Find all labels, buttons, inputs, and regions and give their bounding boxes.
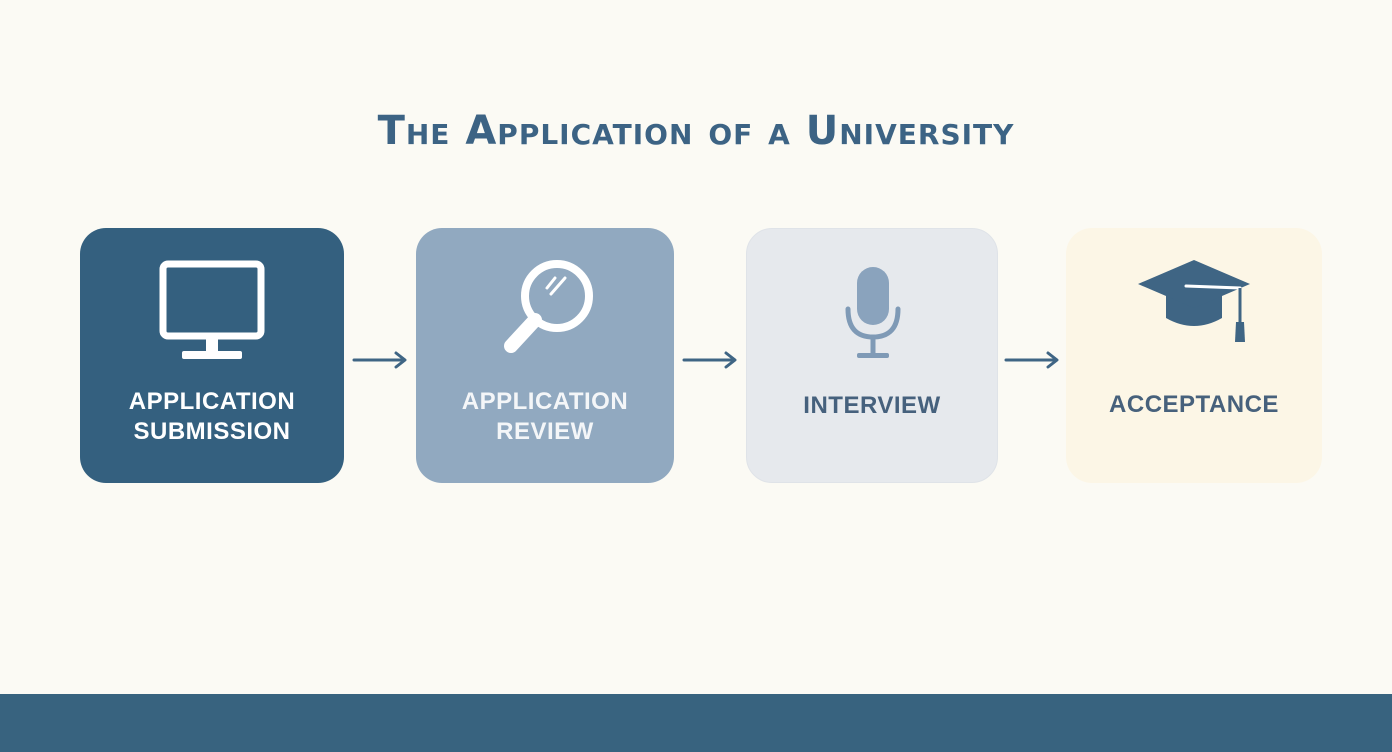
step-application-review: APPLICATION REVIEW [416, 228, 674, 483]
step-interview: INTERVIEW [746, 228, 998, 483]
step-label: APPLICATION REVIEW [461, 388, 629, 445]
footer-bar [0, 694, 1392, 752]
step-application-submission: APPLICATION SUBMISSION [80, 228, 344, 483]
magnifying-glass-icon [504, 260, 593, 353]
arrow-right-icon [352, 351, 407, 369]
step-label: APPLICATION SUBMISSION [128, 388, 296, 445]
monitor-icon [159, 260, 265, 359]
step-acceptance: ACCEPTANCE [1066, 228, 1322, 483]
arrow-right-icon [1004, 351, 1059, 369]
arrow-right-icon [682, 351, 737, 369]
step-label: INTERVIEW [803, 392, 941, 419]
graduation-cap-icon [1138, 260, 1250, 342]
step-label: ACCEPTANCE [1109, 391, 1279, 418]
diagram-title: The Application of a University [377, 108, 1015, 154]
microphone-icon [845, 267, 901, 358]
